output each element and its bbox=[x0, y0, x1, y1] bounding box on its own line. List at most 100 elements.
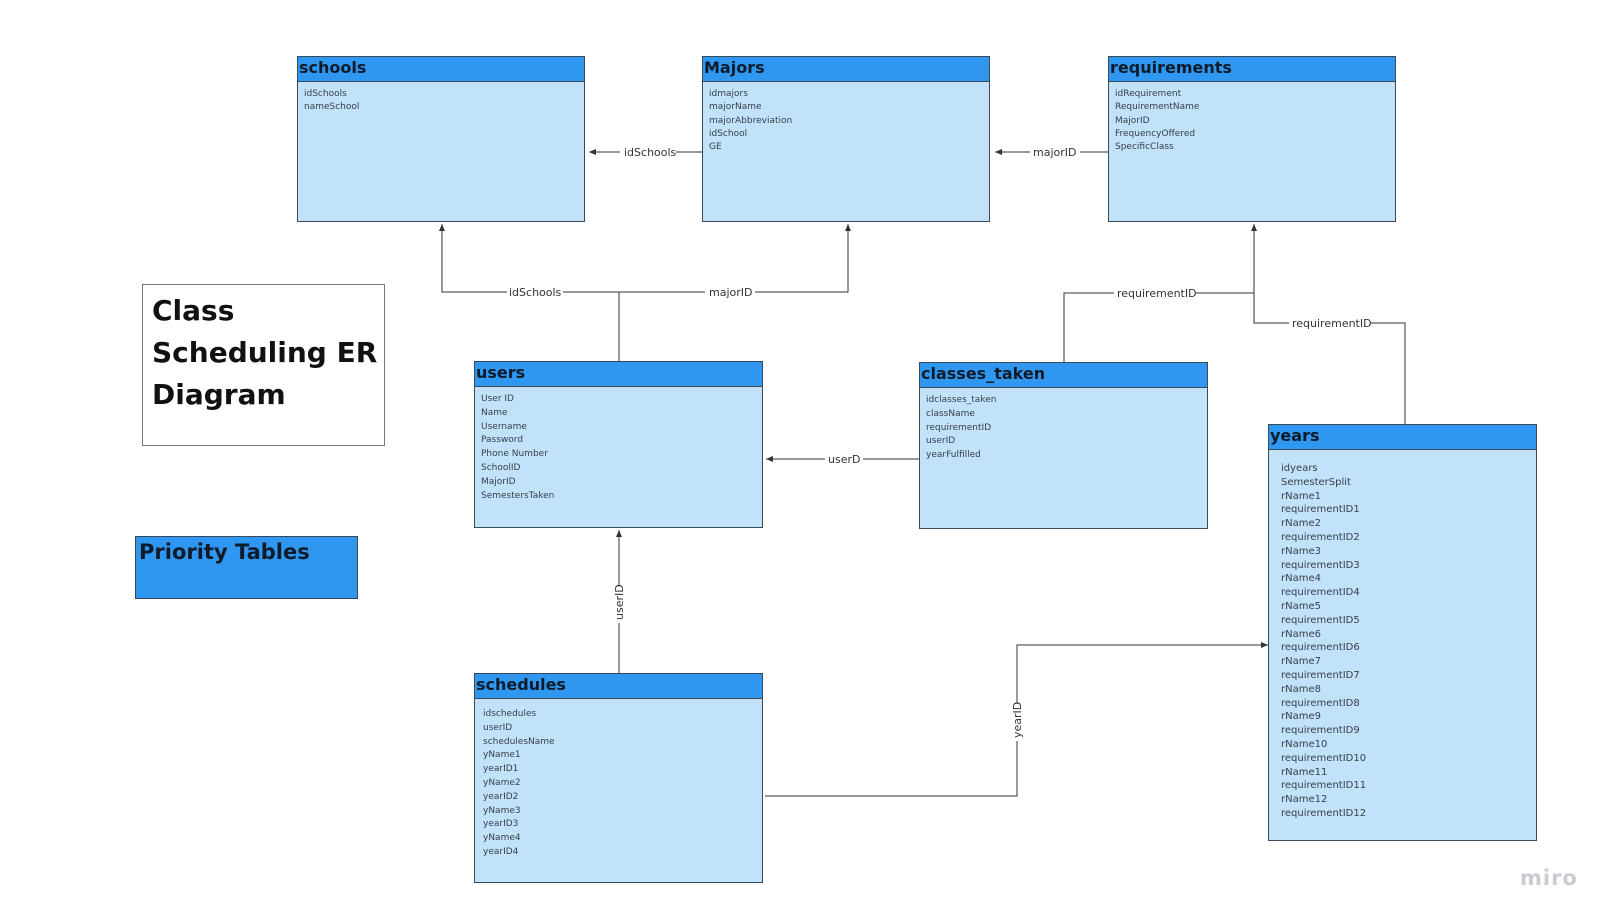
field: SchoolID bbox=[481, 462, 521, 473]
entity-title: users bbox=[475, 362, 762, 387]
field: rName1 bbox=[1281, 490, 1321, 502]
field-list: idRequirement RequirementName MajorID Fr… bbox=[1109, 82, 1395, 154]
entity-title: classes_taken bbox=[920, 363, 1207, 388]
field: SemestersTaken bbox=[481, 490, 555, 501]
field: rName8 bbox=[1281, 683, 1321, 695]
field: yName1 bbox=[483, 750, 521, 761]
field: rName4 bbox=[1281, 573, 1321, 585]
field: yName3 bbox=[483, 805, 521, 816]
field: requirementID3 bbox=[1281, 559, 1360, 571]
field-list: idclasses_taken className requirementID … bbox=[920, 388, 1207, 463]
field: rName3 bbox=[1281, 545, 1321, 557]
field: majorAbbreviation bbox=[709, 115, 793, 126]
field: MajorID bbox=[481, 476, 516, 487]
field: className bbox=[926, 408, 975, 419]
field: userID bbox=[926, 436, 956, 447]
label-schedules-users: userID bbox=[613, 584, 626, 620]
field: rName5 bbox=[1281, 600, 1321, 612]
field: Phone Number bbox=[481, 449, 548, 460]
field: idyears bbox=[1281, 463, 1318, 474]
entity-schedules[interactable]: schedules idschedules userID schedulesNa… bbox=[474, 673, 763, 883]
field: SemesterSplit bbox=[1281, 476, 1351, 488]
field: yearID3 bbox=[483, 819, 519, 830]
field: requirementID9 bbox=[1281, 725, 1360, 737]
connector-users-majors[interactable] bbox=[619, 224, 851, 293]
field: yearFulfilled bbox=[926, 450, 981, 461]
field: idschedules bbox=[483, 709, 537, 719]
connector-years-requirements[interactable] bbox=[1253, 293, 1406, 425]
field-list: idschedules userID schedulesName yName1 … bbox=[475, 699, 762, 860]
field: idSchool bbox=[709, 128, 748, 139]
entity-schools[interactable]: schools idSchools nameSchool bbox=[297, 56, 585, 222]
field: yearID1 bbox=[483, 764, 519, 775]
field: requirementID1 bbox=[1281, 504, 1360, 516]
field: userID bbox=[483, 722, 513, 733]
label-schedules-years: yearID bbox=[1011, 702, 1024, 738]
field: requirementID10 bbox=[1281, 752, 1367, 764]
entity-years[interactable]: years idyears SemesterSplit rName1 requi… bbox=[1268, 424, 1537, 841]
label-classes-users: userD bbox=[828, 453, 860, 466]
field: nameSchool bbox=[304, 102, 360, 113]
field: yName4 bbox=[483, 833, 521, 844]
diagram-title: Class Scheduling ER Diagram bbox=[152, 294, 378, 411]
label-classes-requirements: requirementID bbox=[1117, 287, 1197, 300]
label-users-schools: idSchools bbox=[509, 286, 562, 299]
field: GE bbox=[709, 142, 722, 153]
entity-title: schools bbox=[298, 57, 584, 82]
field-list: idSchools nameSchool bbox=[298, 82, 584, 115]
entity-users[interactable]: users User ID Name Username Password Pho… bbox=[474, 361, 763, 528]
entity-title: requirements bbox=[1109, 57, 1395, 82]
field: requirementID12 bbox=[1281, 807, 1367, 819]
field: idmajors bbox=[709, 89, 748, 99]
field: requirementID bbox=[926, 422, 992, 433]
entity-requirements[interactable]: requirements idRequirement RequirementNa… bbox=[1108, 56, 1396, 222]
label-years-requirements: requirementID bbox=[1292, 317, 1372, 330]
field: rName12 bbox=[1281, 794, 1328, 806]
field: yearID4 bbox=[483, 846, 519, 857]
field: RequirementName bbox=[1115, 102, 1200, 113]
field: majorName bbox=[709, 102, 762, 113]
field: requirementID11 bbox=[1281, 780, 1367, 792]
field: idRequirement bbox=[1115, 89, 1182, 99]
field-list: idmajors majorName majorAbbreviation idS… bbox=[703, 82, 989, 154]
field: rName6 bbox=[1281, 628, 1321, 640]
entity-title: schedules bbox=[475, 674, 762, 699]
miro-logo: miro bbox=[1520, 866, 1578, 890]
field-list: idyears SemesterSplit rName1 requirement… bbox=[1269, 450, 1536, 821]
entity-title: Majors bbox=[703, 57, 989, 82]
priority-tables-label: Priority Tables bbox=[139, 540, 310, 564]
field: requirementID2 bbox=[1281, 531, 1360, 543]
field: FrequencyOffered bbox=[1115, 128, 1196, 139]
entity-classes-taken[interactable]: classes_taken idclasses_taken className … bbox=[919, 362, 1208, 529]
field: requirementID4 bbox=[1281, 587, 1360, 599]
field: schedulesName bbox=[483, 736, 555, 747]
field: rName10 bbox=[1281, 738, 1328, 750]
field: rName7 bbox=[1281, 656, 1321, 668]
label-users-majors: majorID bbox=[709, 286, 752, 299]
label-majors-schools: idSchools bbox=[624, 146, 677, 159]
field: Password bbox=[481, 435, 524, 446]
field: rName9 bbox=[1281, 711, 1321, 723]
field: requirementID6 bbox=[1281, 642, 1360, 654]
field: SpecificClass bbox=[1115, 142, 1174, 153]
label-requirements-majors: majorID bbox=[1033, 146, 1076, 159]
field: requirementID8 bbox=[1281, 697, 1360, 709]
field: User ID bbox=[481, 394, 514, 404]
priority-tables-legend[interactable]: Priority Tables bbox=[135, 536, 358, 599]
field: MajorID bbox=[1115, 115, 1150, 126]
field: requirementID7 bbox=[1281, 669, 1360, 681]
diagram-title-box[interactable]: Class Scheduling ER Diagram bbox=[142, 284, 385, 446]
field: Name bbox=[481, 407, 508, 418]
field: rName2 bbox=[1281, 518, 1321, 530]
field: Username bbox=[481, 421, 527, 432]
field-list: User ID Name Username Password Phone Num… bbox=[475, 387, 762, 503]
field: yearID2 bbox=[483, 791, 519, 802]
field: idSchools bbox=[304, 89, 347, 99]
entity-title: years bbox=[1269, 425, 1536, 450]
field: requirementID5 bbox=[1281, 614, 1360, 626]
field: yName2 bbox=[483, 777, 521, 788]
field: idclasses_taken bbox=[926, 395, 997, 405]
entity-majors[interactable]: Majors idmajors majorName majorAbbreviat… bbox=[702, 56, 990, 222]
field: rName11 bbox=[1281, 766, 1328, 778]
